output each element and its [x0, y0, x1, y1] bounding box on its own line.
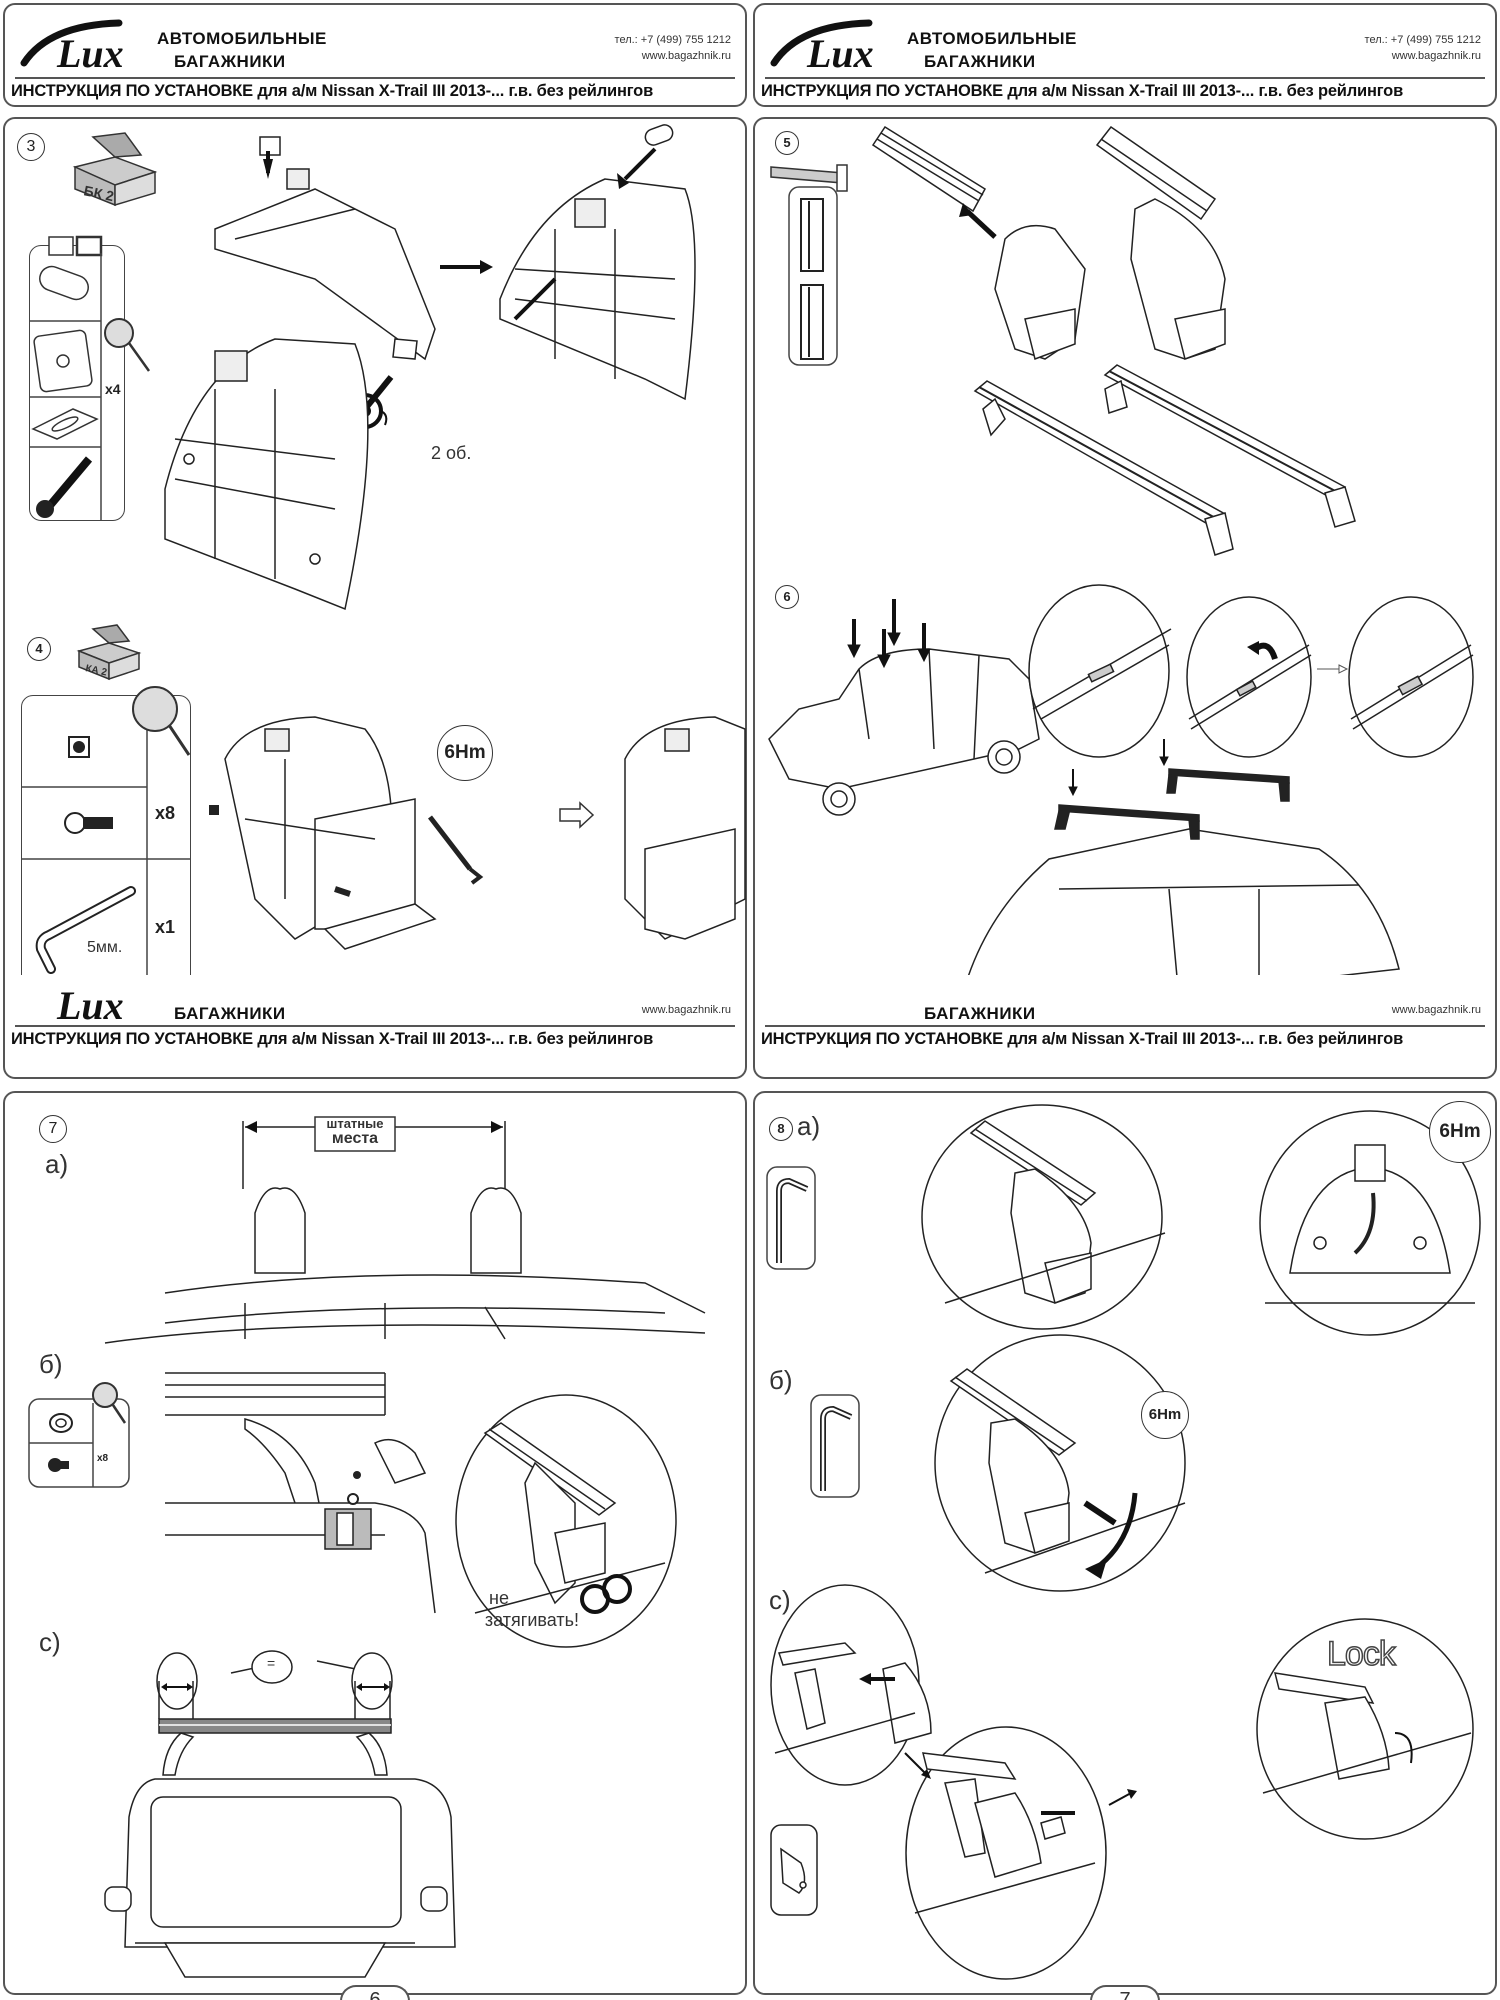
page-header: Lux АВТОМОБИЛЬНЫЕ БАГАЖНИКИ тел.: +7 (49…: [753, 3, 1497, 107]
substep-label-c: c): [769, 1585, 791, 1615]
torque-detail-illustration-a: [921, 1104, 1481, 1336]
instruction-title: ИНСТРУКЦИЯ ПО УСТАНОВКЕ для а/м Nissan X…: [761, 82, 1404, 100]
website-link[interactable]: www.bagazhnik.ru: [1391, 1004, 1481, 1016]
step-number-4: 4: [27, 637, 51, 661]
brand-logo: Lux АВТОМОБИЛЬНЫЕ БАГАЖНИКИ: [19, 15, 349, 77]
svg-text:Lux: Lux: [56, 983, 124, 1027]
brand-name-line1: АВТОМОБИЛЬНЫЕ: [907, 29, 1077, 48]
lux-logo-icon: Lux: [20, 19, 124, 75]
brand-name-line2: БАГАЖНИКИ: [924, 52, 1036, 71]
svg-text:Lux: Lux: [806, 31, 874, 75]
substep-label-b: б): [39, 1349, 63, 1379]
torque-indicator-b: 6Hm: [1141, 1391, 1189, 1439]
page-6: Lux БАГАЖНИКИ www.bagazhnik.ru ИНСТРУКЦИ…: [3, 975, 747, 2000]
kit-box-icon: БК 2: [72, 132, 158, 207]
page-content: 3 БК 2 x4: [3, 117, 747, 1021]
page-header: Lux БАГАЖНИКИ www.bagazhnik.ru ИНСТРУКЦИ…: [3, 975, 747, 1079]
lock-label: Lock: [1326, 1634, 1396, 1674]
instruction-title: ИНСТРУКЦИЯ ПО УСТАНОВКЕ для а/м Nissan X…: [761, 1030, 1404, 1048]
page-header: Lux АВТОМОБИЛЬНЫЕ БАГАЖНИКИ тел.: +7 (49…: [3, 3, 747, 107]
parts-quantity-nut-bolt: x8: [155, 803, 176, 823]
page-content: 5: [753, 117, 1497, 1021]
page-4: Lux АВТОМОБИЛЬНЫЕ БАГАЖНИКИ тел.: +7 (49…: [3, 3, 747, 1035]
parts-kit-step4: [21, 695, 191, 999]
step-number-3: 3: [17, 133, 45, 161]
substep-label-a: а): [45, 1149, 69, 1179]
brand-name-line2: БАГАЖНИКИ: [924, 1004, 1036, 1023]
phone-number: тел.: +7 (499) 755 1212: [1364, 34, 1481, 46]
step-number-5: 5: [775, 131, 799, 155]
parts-quantity-hex-key: x1: [155, 917, 176, 937]
substep-label-a: а): [797, 1111, 821, 1141]
instruction-title: ИНСТРУКЦИЯ ПО УСТАНОВКЕ для а/м Nissan X…: [11, 1030, 654, 1048]
parts-list-step4: [21, 686, 191, 999]
torque-indicator-a: 6Hm: [1429, 1101, 1491, 1163]
lock-cover-installation-illustration: [770, 1584, 1474, 1980]
car-roof-installation-illustration: [768, 584, 1474, 1020]
mount-points-label-line2: места: [331, 1130, 379, 1147]
step-number-8: 8: [769, 1117, 793, 1141]
page-5: Lux АВТОМОБИЛЬНЫЕ БАГАЖНИКИ тел.: +7 (49…: [753, 3, 1497, 1035]
standard-mount-points-illustration: [104, 1116, 706, 1344]
contact-info: www.bagazhnik.ru: [642, 1002, 731, 1018]
mount-points-label: штатные места: [315, 1117, 395, 1148]
website-link[interactable]: www.bagazhnik.ru: [641, 1004, 731, 1016]
foot-bracket-illustration: [209, 716, 746, 950]
kit-box-icon: КА 2: [76, 624, 142, 681]
lux-logo-icon: Lux: [770, 19, 874, 75]
brand-logo: БАГАЖНИКИ: [769, 975, 1099, 1029]
hex-key-icon: [810, 1394, 860, 1498]
crossbar-assembly-illustration: [871, 125, 1356, 556]
parts-quantity-step7b: x8: [97, 1453, 109, 1464]
header-divider: [15, 1025, 735, 1027]
page-header: БАГАЖНИКИ www.bagazhnik.ru ИНСТРУКЦИЯ ПО…: [753, 975, 1497, 1079]
torque-detail-illustration-b: [934, 1334, 1186, 1592]
brand-logo: Lux БАГАЖНИКИ: [19, 975, 349, 1029]
header-divider: [765, 77, 1485, 79]
warning-label-line1: не: [489, 1588, 509, 1608]
hex-key-icon: [766, 1166, 816, 1270]
brand-name-line2: БАГАЖНИКИ: [174, 52, 286, 71]
roof-foot-assembly-illustration: [164, 124, 696, 611]
page-content: 8 а) 6Hm б): [753, 1091, 1497, 1995]
kit-box-label: КА 2: [84, 663, 108, 678]
crossbar-centering-illustration: [104, 1650, 456, 1978]
end-cap-parts-icon: [770, 164, 848, 366]
equal-mark: =: [267, 1655, 276, 1671]
brand-logo: Lux АВТОМОБИЛЬНЫЕ БАГАЖНИКИ: [769, 15, 1099, 77]
warning-label-line2: затягивать!: [484, 1610, 579, 1630]
step-number-6: 6: [775, 585, 799, 609]
svg-text:Lux: Lux: [56, 31, 124, 75]
brand-name-line1: АВТОМОБИЛЬНЫЕ: [157, 29, 327, 48]
instruction-title: ИНСТРУКЦИЯ ПО УСТАНОВКЕ для а/м Nissan X…: [11, 82, 654, 100]
lux-logo-icon: Lux: [56, 983, 124, 1027]
contact-info: тел.: +7 (499) 755 1212 www.bagazhnik.ru: [1365, 32, 1481, 64]
kit-box-label: БК 2: [82, 182, 115, 204]
parts-list-step3: [29, 235, 151, 521]
parts-kit-step7b: [28, 1382, 130, 1488]
phone-number: тел.: +7 (499) 755 1212: [614, 34, 731, 46]
substep-label-c: c): [39, 1627, 61, 1657]
hex-key-size: 5мм.: [87, 939, 123, 956]
header-divider: [15, 77, 735, 79]
page-number: 6: [340, 1985, 410, 2000]
warning-label: не затягивать!: [479, 1587, 579, 1631]
torque-indicator: 6Hm: [437, 725, 493, 781]
website-link[interactable]: www.bagazhnik.ru: [1391, 50, 1481, 62]
page-content: 7 а) штатные места б): [3, 1091, 747, 1995]
page-7: БАГАЖНИКИ www.bagazhnik.ru ИНСТРУКЦИЯ ПО…: [753, 975, 1497, 2000]
contact-info: www.bagazhnik.ru: [1392, 1002, 1481, 1018]
parts-quantity-step3: x4: [105, 381, 121, 397]
brand-name-line2: БАГАЖНИКИ: [174, 1004, 286, 1023]
step-number-7: 7: [39, 1115, 67, 1143]
contact-info: тел.: +7 (499) 755 1212 www.bagazhnik.ru: [615, 32, 731, 64]
foot-bolt-installation-illustration: [165, 1372, 677, 1648]
substep-label-b: б): [769, 1365, 793, 1395]
mount-points-label-line1: штатные: [326, 1116, 384, 1131]
rotation-note: 2 об.: [431, 443, 472, 463]
header-divider: [765, 1025, 1485, 1027]
website-link[interactable]: www.bagazhnik.ru: [641, 50, 731, 62]
page-number: 7: [1090, 1985, 1160, 2000]
